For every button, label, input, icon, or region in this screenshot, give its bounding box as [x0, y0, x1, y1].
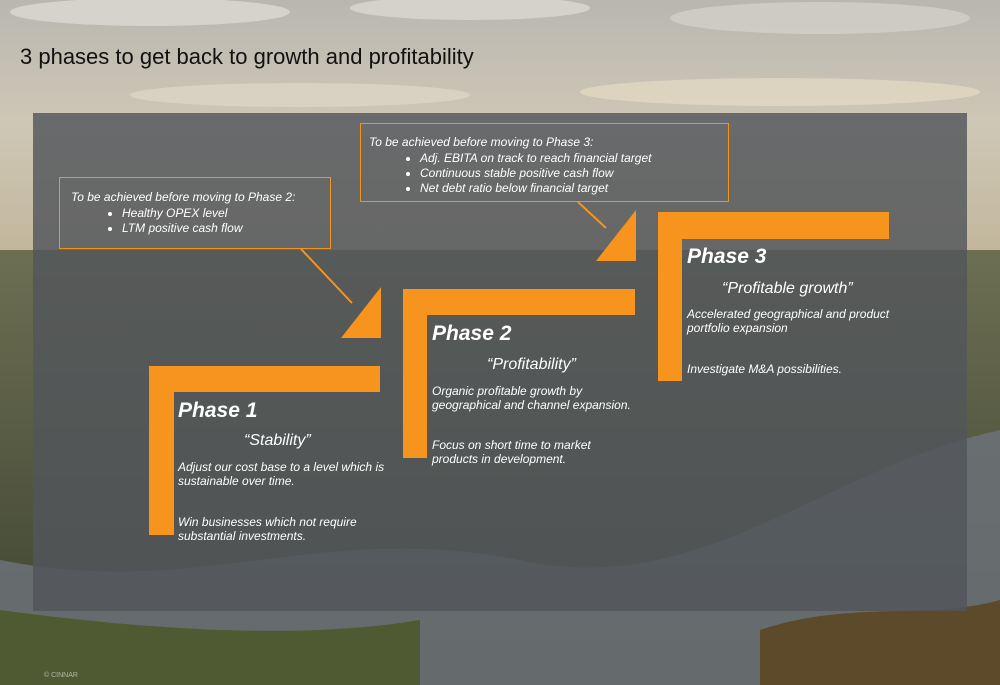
list-item: Adj. EBITA on track to reach financial t… [420, 151, 718, 166]
connector-line-2 [577, 201, 607, 229]
phase-point: Focus on short time to market products i… [432, 438, 591, 466]
phase-1-block: Phase 1 “Stability” Adjust our cost base… [178, 399, 398, 559]
step-1-bracket [149, 366, 380, 535]
phase-point: Win businesses which not require substan… [178, 515, 357, 543]
phase-heading: Phase 2 [432, 322, 512, 345]
arrow-triangle-2 [596, 210, 636, 261]
arrow-triangle-1 [341, 287, 381, 338]
page-title: 3 phases to get back to growth and profi… [20, 44, 474, 69]
phase-point: Organic profitable growth by geographica… [432, 384, 631, 412]
phase-subtitle: “Stability” [244, 432, 311, 449]
list-item: Net debt ratio below financial target [420, 181, 718, 196]
phase-subtitle: “Profitability” [487, 356, 576, 373]
phase-3-block: Phase 3 “Profitable growth” Accelerated … [687, 245, 907, 405]
phase-heading: Phase 1 [178, 399, 258, 422]
callout-intro: To be achieved before moving to Phase 3: [369, 135, 594, 149]
list-item: Continuous stable positive cash flow [420, 166, 718, 181]
phase-heading: Phase 3 [687, 245, 767, 268]
list-item: Healthy OPEX level [122, 206, 320, 221]
step-3-bracket [658, 212, 889, 381]
callout-phase-3-requirements: To be achieved before moving to Phase 3:… [360, 123, 729, 202]
phase-point: Adjust our cost base to a level which is… [178, 460, 385, 488]
callout-bullet-list: Adj. EBITA on track to reach financial t… [369, 151, 718, 196]
callout-intro: To be achieved before moving to Phase 2: [71, 190, 296, 204]
phase-2-block: Phase 2 “Profitability” Organic profitab… [432, 322, 652, 482]
callout-phase-2-requirements: To be achieved before moving to Phase 2:… [59, 177, 331, 249]
connector-line-1 [300, 248, 353, 304]
copyright-text: © CINNAR [44, 672, 78, 679]
step-2-bracket [403, 289, 635, 458]
phase-point: Investigate M&A possibilities. [687, 362, 842, 376]
phase-subtitle: “Profitable growth” [722, 280, 853, 297]
callout-bullet-list: Healthy OPEX level LTM positive cash flo… [71, 206, 320, 236]
list-item: LTM positive cash flow [122, 221, 320, 236]
phase-point: Accelerated geographical and product por… [687, 307, 890, 335]
diagram-panel [33, 113, 967, 611]
